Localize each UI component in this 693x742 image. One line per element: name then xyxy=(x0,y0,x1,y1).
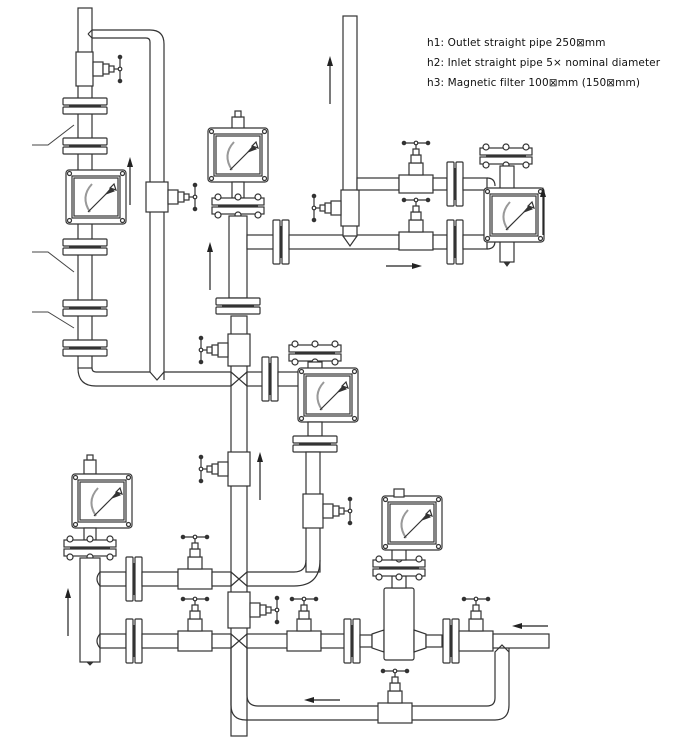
right-upper-assembly xyxy=(312,15,547,270)
flowmeter-center xyxy=(297,367,359,423)
flowmeter-left-bottom xyxy=(71,473,133,529)
flowmeter-bottom-right xyxy=(381,495,443,551)
center-top-flowmeter-assembly xyxy=(206,110,400,315)
left-vertical-pipe-run xyxy=(32,7,232,387)
flowmeter-right-top xyxy=(483,187,545,243)
center-main-riser xyxy=(199,315,301,737)
center-flowmeter-assembly xyxy=(247,340,359,587)
bottom-right-assembly xyxy=(230,488,550,724)
flowmeter-vertical-left-top xyxy=(65,169,127,225)
flowmeter-vertical-center-top xyxy=(207,127,269,183)
legend-item-h2: h2: Inlet straight pipe 5× nominal diame… xyxy=(427,57,661,69)
left-bottom-assembly xyxy=(63,454,232,666)
legend-item-h3: h3: Magnetic filter 100⊠mm (150⊠mm) xyxy=(427,77,641,89)
legend-item-h1: h1: Outlet straight pipe 250⊠mm xyxy=(427,37,606,49)
legend: h1: Outlet straight pipe 250⊠mm h2: Inle… xyxy=(427,33,660,93)
